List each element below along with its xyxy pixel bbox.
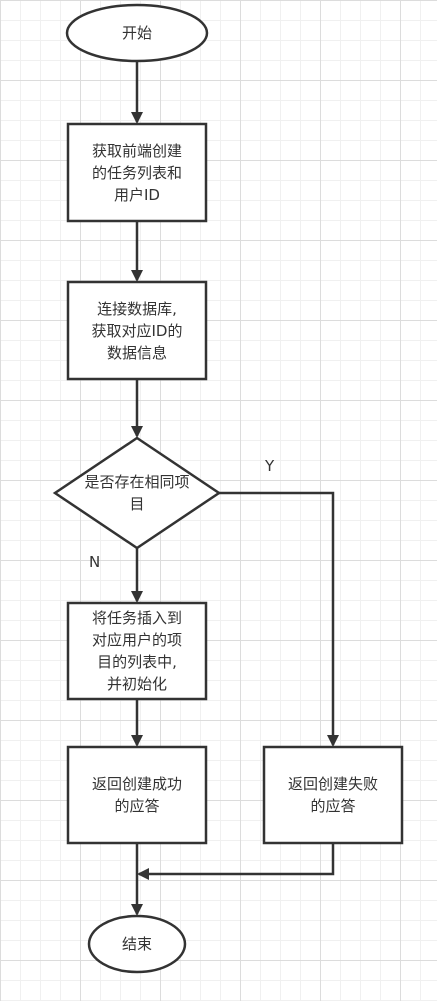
decision-label: 是否存在相同项 目 <box>84 473 190 513</box>
connect-process-box <box>66 280 208 381</box>
edge-fail-to-end <box>137 843 335 880</box>
success-label: 返回创建成功 的应答 <box>91 775 182 815</box>
fetch-label: 获取前端创建 的任务列表和 用户ID <box>91 141 182 204</box>
end-label: 结束 <box>121 935 152 953</box>
insert-label: 将任务插入到 对应用户的项 目的列表中, 并初始化 <box>91 609 182 693</box>
insert-process-box <box>66 601 208 701</box>
fail-label: 返回创建失败 的应答 <box>287 775 378 815</box>
no-edge-label: N <box>89 553 101 571</box>
fail-process-box <box>262 745 404 845</box>
end-terminal <box>87 914 187 974</box>
yes-edge-label: Y <box>265 457 275 475</box>
connect-label: 连接数据库, 获取对应ID的 数据信息 <box>91 299 183 362</box>
fetch-process-box <box>66 122 208 223</box>
start-label: 开始 <box>121 24 152 42</box>
edge-decision-yes <box>219 491 339 747</box>
